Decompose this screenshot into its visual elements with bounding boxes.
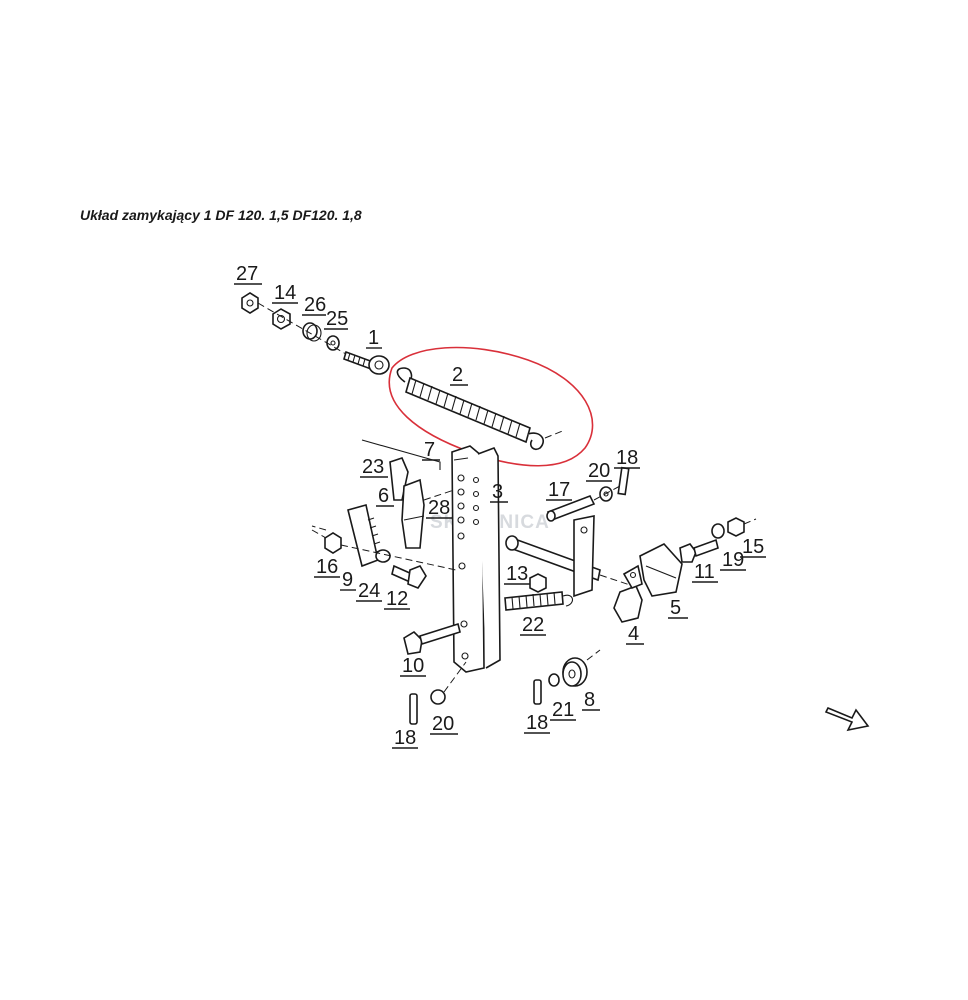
- red-highlight-ellipse: [388, 346, 594, 467]
- washer-24: [375, 549, 391, 563]
- callout-2: 2: [452, 364, 463, 386]
- direction-arrow-icon: [824, 706, 870, 732]
- nut-27: [241, 292, 259, 314]
- callout-9: 9: [342, 569, 353, 591]
- callout-13: 13: [506, 563, 528, 585]
- callout-20-upper: 20: [588, 460, 610, 482]
- callout-23: 23: [362, 456, 384, 478]
- pin-18-lower: [533, 679, 542, 705]
- diagram-title: Układ zamykający 1 DF 120. 1,5 DF120. 1,…: [80, 207, 362, 223]
- bolt-11: [679, 538, 719, 563]
- callout-7: 7: [424, 439, 435, 461]
- roller-8: [562, 657, 588, 687]
- callout-16: 16: [316, 556, 338, 578]
- tension-spring-2: [396, 367, 566, 451]
- callout-1: 1: [368, 327, 379, 349]
- spring-washer-26: [302, 322, 322, 342]
- nut-14: [272, 308, 291, 330]
- callout-27: 27: [236, 263, 258, 285]
- bolt-10: [403, 622, 461, 655]
- callout-12: 12: [386, 588, 408, 610]
- callout-15: 15: [742, 536, 764, 558]
- callout-18-upper: 18: [616, 447, 638, 469]
- callout-6: 6: [378, 485, 389, 507]
- nut-13: [529, 573, 547, 593]
- frame-rail-3: [451, 445, 501, 673]
- callout-22: 22: [522, 614, 544, 636]
- callout-labels: 27 14 26 25 1 2 7 23 6 28 3 17 20: [234, 263, 766, 749]
- nut-16: [311, 529, 342, 554]
- callout-10: 10: [402, 655, 424, 677]
- callout-18-lower: 18: [526, 712, 548, 734]
- washer-21: [548, 673, 560, 687]
- washer-25: [326, 335, 340, 351]
- callout-26: 26: [304, 294, 326, 316]
- callout-20-lower: 20: [432, 713, 454, 735]
- callout-21: 21: [552, 699, 574, 721]
- pin-17: [546, 494, 596, 522]
- nut-15: [727, 517, 757, 537]
- latch-4: [613, 564, 643, 623]
- pin-18: [617, 466, 630, 496]
- eye-bolt-1: [343, 350, 390, 375]
- lever-6: [401, 478, 425, 549]
- callout-18-lower-left: 18: [394, 727, 416, 749]
- shaft-arm: [505, 515, 631, 598]
- callout-19: 19: [722, 549, 744, 571]
- callout-14: 14: [274, 282, 296, 304]
- bolt-12: [391, 564, 427, 589]
- callout-28: 28: [428, 497, 450, 519]
- washer-19: [711, 523, 725, 539]
- spring-22: [504, 591, 573, 611]
- callout-8: 8: [584, 689, 595, 711]
- callout-24: 24: [358, 580, 380, 602]
- washer-20-lower: [430, 689, 446, 705]
- bracket-5: [639, 543, 683, 597]
- callout-25: 25: [326, 308, 348, 330]
- callout-4: 4: [628, 623, 639, 645]
- callout-11: 11: [694, 561, 715, 583]
- callout-17: 17: [548, 479, 570, 501]
- callout-5: 5: [670, 597, 681, 619]
- callout-3: 3: [492, 481, 503, 503]
- pin-18-lower-left: [409, 693, 418, 725]
